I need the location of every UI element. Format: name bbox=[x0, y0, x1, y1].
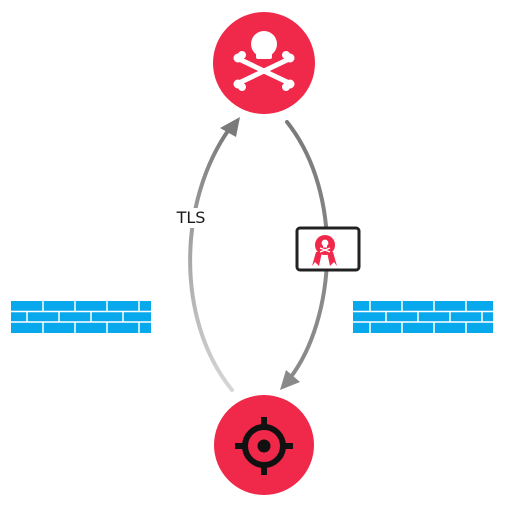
crosshair-target-icon bbox=[235, 417, 293, 475]
certificate-icon bbox=[295, 226, 361, 272]
skull-crossbones-icon bbox=[233, 31, 295, 91]
attacker-node bbox=[213, 12, 315, 114]
tls-label: TLS bbox=[168, 208, 214, 228]
target-node bbox=[214, 395, 314, 495]
arrowhead-down bbox=[280, 370, 300, 390]
certificate-skull-ribbon-icon bbox=[312, 235, 337, 266]
arrowhead-up bbox=[220, 117, 240, 137]
firewall-right bbox=[353, 301, 493, 333]
firewall-left bbox=[11, 301, 151, 333]
brick-wall-icon bbox=[11, 301, 151, 333]
brick-wall-icon bbox=[353, 301, 493, 333]
tls-connection-arrow bbox=[188, 117, 240, 392]
